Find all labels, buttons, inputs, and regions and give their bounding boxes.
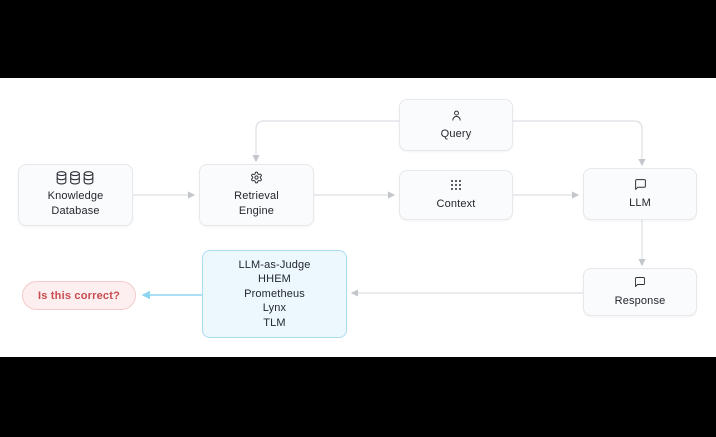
node-retrieval-engine: Retrieval Engine: [199, 164, 314, 226]
judge-evaluator-label: Prometheus: [244, 287, 305, 300]
judge-evaluator-label: Lynx: [262, 302, 287, 315]
node-label: Retrieval Engine: [234, 190, 279, 217]
rag-evaluation-diagram: Knowledge Database Retrieval Engine Quer…: [0, 78, 716, 357]
grid-dots-icon: [450, 179, 462, 193]
user-icon: [450, 109, 463, 123]
message-square-icon: [634, 276, 646, 290]
database-icon: [56, 171, 95, 185]
edge-query-to-llm: [513, 120, 646, 167]
edge-query-to-retrieval: [252, 120, 399, 163]
judge-evaluators-box: LLM-as-Judge HHEM Prometheus Lynx TLM: [202, 250, 347, 338]
judge-evaluator-label: HHEM: [258, 273, 291, 286]
node-query: Query: [399, 99, 513, 151]
message-square-icon: [634, 178, 647, 192]
connector-lines: [133, 120, 646, 300]
judge-evaluator-label: TLM: [263, 316, 286, 329]
gear-icon: [250, 171, 263, 185]
node-label: LLM: [629, 196, 651, 209]
question-pill: Is this correct?: [22, 281, 136, 310]
node-response: Response: [583, 268, 697, 316]
letterbox-bottom: [0, 357, 716, 437]
node-label: Knowledge Database: [47, 190, 104, 217]
node-label: Query: [440, 127, 472, 140]
judge-evaluator-label: LLM-as-Judge: [238, 258, 311, 271]
node-label: Context: [436, 197, 476, 210]
node-label: Response: [614, 294, 666, 307]
letterbox-top: [0, 0, 716, 78]
node-context: Context: [399, 170, 513, 220]
node-knowledge-database: Knowledge Database: [18, 164, 133, 226]
node-llm: LLM: [583, 168, 697, 220]
